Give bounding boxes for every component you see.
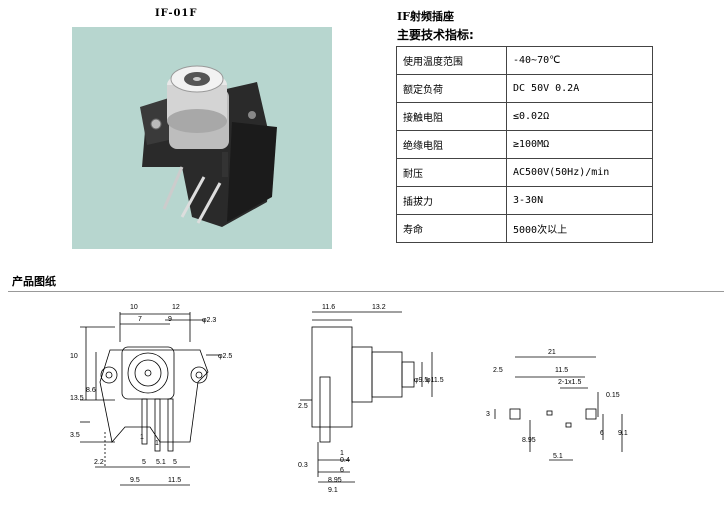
dimension-label: 9.5 [130,477,140,484]
spec-value: AC500V(50Hz)/min [506,158,653,187]
dimension-label: 8.6 [86,387,96,394]
dimension-label: 13.2 [372,304,386,311]
dimension-label: 9.1 [328,487,338,494]
dimension-label: 7 [138,316,142,323]
connector-illustration [140,65,277,227]
spec-key: 使用温度范围 [396,46,507,75]
spec-key: 接触电阻 [396,102,507,131]
spec-key: 额定负荷 [396,74,507,103]
dimension-label: 11.6 [322,304,335,311]
dimension-label: 5.1 [156,459,166,466]
product-name-label: IF射频插座 [397,10,454,23]
dimension-label: 0.4 [340,457,350,464]
dimension-label: 6 [340,467,344,474]
dimension-label: 1 [340,450,344,457]
dimension-label: φ11.5 [426,377,444,384]
spec-heading: 主要技术指标: [397,28,474,42]
spec-value: 3-30N [506,186,653,215]
pcb-layout [494,356,623,461]
pcb-layout-labels: 21 2.5 11.5 2-1x1.5 0.15 3 8.95 6 9.1 5.… [486,349,628,460]
dimension-label: 5 [142,459,146,466]
spec-row: 绝缘电阻≥100MΩ [396,130,653,159]
dimension-label: 3 [486,411,490,418]
front-view [80,312,220,486]
spec-value: DC 50V 0.2A [506,74,653,103]
spec-row: 接触电阻≤0.02Ω [396,102,653,131]
dimension-label: 10 [70,353,78,360]
front-view-labels: 10 12 7 9 φ2.3 φ2.5 10 13.5 8.6 3.5 1 1 … [70,304,232,484]
product-photo [72,27,332,249]
product-model-label: IF-01F [155,8,198,19]
dimension-label: 12 [172,304,180,311]
dimension-label: 1 [140,434,144,441]
side-view [300,311,433,483]
dimension-label: 1 [155,440,159,447]
dimension-label: 21 [548,349,556,356]
dimension-label: 11.5 [168,477,181,484]
dimension-label: 11.5 [555,367,568,374]
dimension-label: 9 [168,316,172,323]
spec-value: ≤0.02Ω [506,102,653,131]
dimension-label: 9.1 [618,430,628,437]
spec-key: 绝缘电阻 [396,130,507,159]
dimension-label: 6 [600,430,604,437]
dimension-label: 5.1 [553,453,563,460]
spec-value: ≥100MΩ [506,130,653,159]
side-view-labels: 11.6 13.2 φ9.5 φ11.5 2.5 1 0.4 0.3 6 8.9… [298,304,444,494]
dimension-label: 8.95 [328,477,342,484]
spec-row: 使用温度范围-40~70℃ [396,46,653,75]
spec-key: 耐压 [396,158,507,187]
dimension-label: 2-1x1.5 [558,379,581,386]
spec-key: 插拔力 [396,186,507,215]
dimension-label: 10 [130,304,138,311]
divider [8,291,724,292]
spec-value: -40~70℃ [506,46,653,75]
dimension-label: 2.5 [493,367,503,374]
dimension-label: 0.3 [298,462,308,469]
dimension-label: φ2.3 [202,317,216,324]
dimension-label: 13.5 [70,395,84,402]
dimension-label: 5 [173,459,177,466]
drawing-title: 产品图纸 [12,275,56,288]
dimension-label: 2.5 [298,403,308,410]
dimension-label: 3.5 [70,432,80,439]
spec-value: 5000次以上 [506,214,653,243]
dimension-label: 8.95 [522,437,536,444]
dimension-label: φ9.5 [414,377,428,384]
dimension-label: φ2.5 [218,353,232,360]
dimension-label: 0.15 [606,392,620,399]
spec-key: 寿命 [396,214,507,243]
dimension-label: 2.2 [94,459,104,466]
technical-drawing: 10 12 7 9 φ2.3 φ2.5 10 13.5 8.6 3.5 1 1 … [70,304,628,494]
